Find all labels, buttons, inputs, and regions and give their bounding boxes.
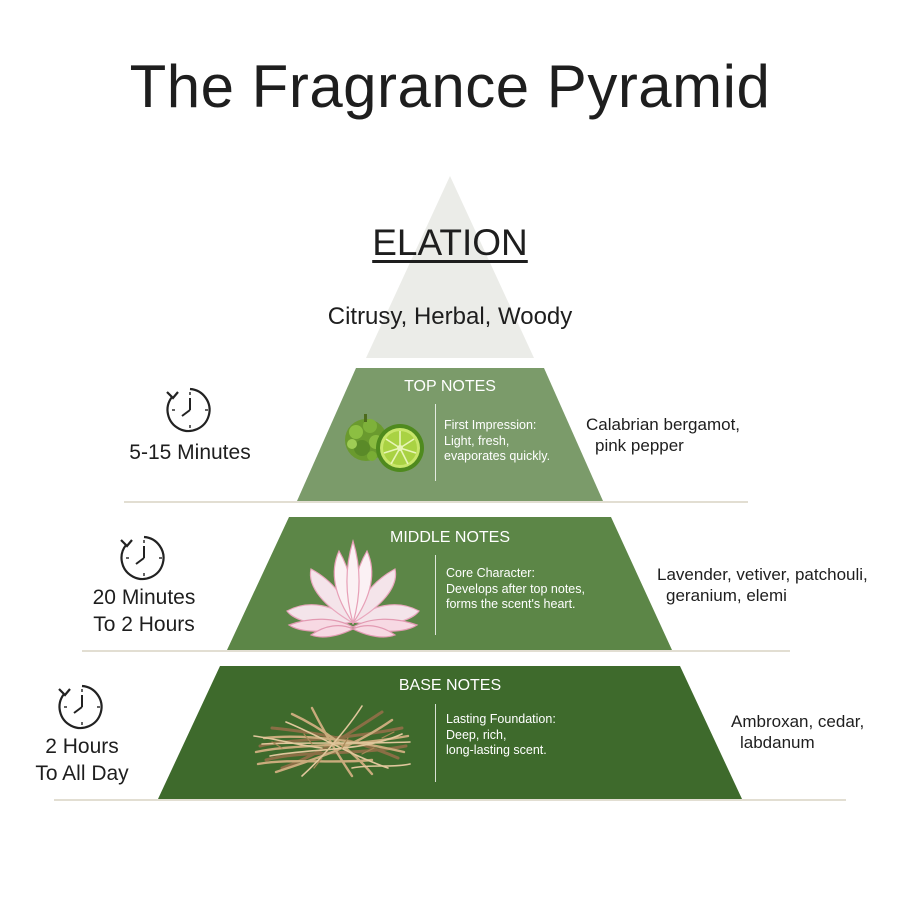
duration-top: 5-15 Minutes xyxy=(100,439,280,466)
ingredients-middle: Lavender, vetiver, patchouli, geranium, … xyxy=(657,564,868,606)
clock-icon xyxy=(166,387,211,433)
pyramid-top-tier xyxy=(297,368,603,501)
ingredients-line: geranium, elemi xyxy=(666,586,787,605)
duration-line: 2 Hours xyxy=(45,735,119,758)
ingredients-line: labdanum xyxy=(740,733,815,752)
tier-title-top: TOP NOTES xyxy=(404,378,496,395)
ingredients-line: Ambroxan, cedar, xyxy=(731,712,865,731)
duration-line: To All Day xyxy=(35,762,129,785)
scent-profile: Citrusy, Herbal, Woody xyxy=(327,303,573,330)
tier-separator xyxy=(435,704,436,782)
description-line: long-lasting scent. xyxy=(446,743,547,757)
vetiver-roots-icon xyxy=(253,705,411,778)
tier-description-top: First Impression: Light, fresh, evaporat… xyxy=(444,418,614,465)
ingredients-base: Ambroxan, cedar, labdanum xyxy=(731,711,864,753)
description-line: Develops after top notes, xyxy=(446,581,585,596)
bergamot-lime-icon xyxy=(345,414,424,472)
lotus-flower-icon xyxy=(286,538,420,638)
tier-separator xyxy=(435,404,436,481)
description-line: Lasting Foundation: xyxy=(446,712,556,726)
description-line: forms the scent's heart. xyxy=(446,597,576,611)
ingredients-line: pink pepper xyxy=(595,436,684,455)
description-line: Light, fresh, xyxy=(444,433,510,448)
duration-line: 20 Minutes xyxy=(92,586,196,609)
duration-line: 5-15 Minutes xyxy=(129,441,251,464)
tier-separator xyxy=(435,555,436,635)
description-line: Deep, rich, xyxy=(446,727,507,742)
pyramid-apex xyxy=(366,176,534,358)
tier-title-middle: MIDDLE NOTES xyxy=(389,529,510,546)
pyramid-base-tier xyxy=(158,666,742,799)
duration-middle: 20 Minutes To 2 Hours xyxy=(54,584,234,638)
description-line: First Impression: xyxy=(444,418,537,432)
ingredients-top: Calabrian bergamot, pink pepper xyxy=(586,414,740,456)
duration-base: 2 Hours To All Day xyxy=(0,733,164,787)
ingredients-line: Calabrian bergamot, xyxy=(586,415,741,434)
ingredients-line: Lavender, vetiver, patchouli, xyxy=(657,565,868,584)
tier-description-middle: Core Character: Develops after top notes… xyxy=(446,566,616,613)
duration-line: To 2 Hours xyxy=(93,613,195,636)
brand-name: ELATION xyxy=(372,222,528,263)
clock-icon xyxy=(120,535,165,581)
tier-description-base: Lasting Foundation: Deep, rich, long-las… xyxy=(446,712,616,759)
description-line: evaporates quickly. xyxy=(444,449,551,463)
tier-title-base: BASE NOTES xyxy=(398,677,502,694)
clock-icon xyxy=(58,684,103,730)
page-title: The Fragrance Pyramid xyxy=(129,53,771,120)
description-line: Core Character: xyxy=(446,566,535,580)
